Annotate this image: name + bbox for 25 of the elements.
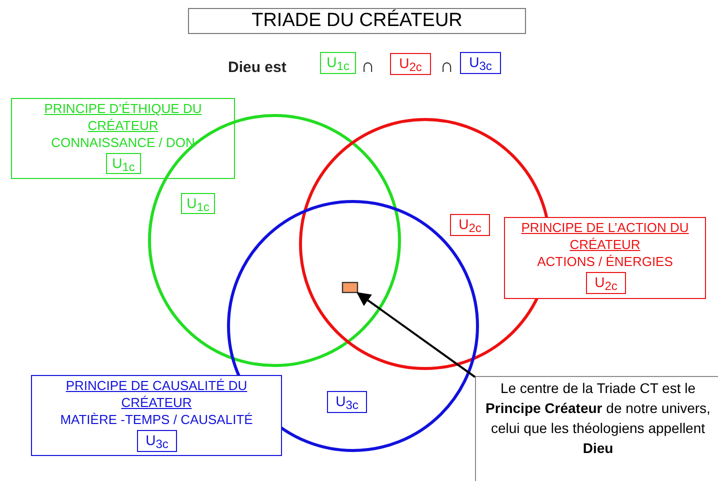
principle-description: ACTIONS / ÉNERGIES: [537, 253, 673, 271]
principle-heading: PRINCIPE DE L’ACTION DU CRÉATEUR: [520, 219, 690, 253]
set-symbol-box: U$_{2c}$: [390, 53, 431, 75]
title: TRIADE DU CRÉATEUR: [188, 8, 526, 34]
set-symbol-box: U$_{2c}$: [586, 272, 626, 294]
arrow: [356, 292, 476, 378]
principle-box: [11, 98, 235, 179]
intersection-symbol: ∩: [440, 56, 454, 78]
principle-box: [504, 217, 706, 299]
set-symbol-box: U$_{3c}$: [460, 52, 501, 74]
set-symbol-box: U$_{3c}$: [137, 430, 177, 452]
principle-description: MATIÈRE -TEMPS / CAUSALITÉ: [60, 411, 253, 429]
note-keyword: Dieu: [582, 439, 614, 458]
set-symbol-box: U$_{2c}$: [450, 214, 490, 236]
note-text: Le centre de la Triade CT est le Principe Créateur de notre univers, celui que les théologiens appellent: [484, 379, 712, 438]
note-box: [475, 376, 718, 481]
intersection-symbol: ∩: [361, 56, 375, 78]
set-symbol-box: U$_{1c}$: [320, 52, 356, 74]
formula-text: Dieu est: [228, 59, 286, 76]
set-symbol-box: U$_{3c}$: [327, 391, 367, 413]
set-symbol-box: U$_{1c}$: [181, 193, 215, 214]
set-symbol-box: U$_{1c}$: [106, 153, 141, 174]
principle-heading: PRINCIPE DE CAUSALITÉ DU CRÉATEUR: [64, 377, 248, 411]
principle-box: [31, 375, 282, 456]
principle-heading: PRINCIPE D’ÉTHIQUE DU CRÉATEUR: [43, 100, 203, 134]
